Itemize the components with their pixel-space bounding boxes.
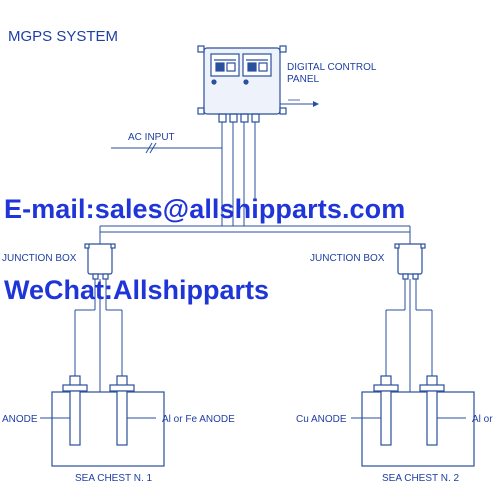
sea-chest-1 (51, 391, 165, 467)
digital-control-panel (197, 45, 287, 123)
junction-box-2 (394, 243, 426, 280)
sea-chest-1-right-anode-label: Al or Fe ANODE (162, 414, 235, 425)
control-panel-label-line1: DIGITAL CONTROL (287, 62, 377, 73)
ac-input-label: AC INPUT (128, 132, 175, 143)
anode-1-left (62, 375, 88, 446)
ac-input-line (111, 122, 223, 154)
anode-cables-1 (74, 279, 123, 406)
anode-2-left (373, 375, 399, 446)
sea-chest-2 (361, 391, 475, 467)
sea-chest-1-left-anode-label: ANODE (2, 414, 38, 425)
control-panel-label-line2: PANEL (287, 74, 319, 85)
wechat-watermark: WeChat:Allshipparts (4, 275, 270, 305)
distribution-lines (99, 225, 411, 244)
email-watermark: E-mail:sales@allshipparts.com (4, 194, 406, 224)
junction-box-1-label: JUNCTION BOX (2, 253, 77, 264)
sea-chest-2-label: SEA CHEST N. 2 (382, 473, 460, 484)
sea-chest-2-right-anode-label: Al or (472, 414, 493, 425)
diagram-title: MGPS SYSTEM (8, 28, 118, 45)
sea-chest-2-left-anode-label: Cu ANODE (296, 414, 347, 425)
panel-cables (221, 122, 256, 226)
sea-chest-1-label: SEA CHEST N. 1 (75, 473, 153, 484)
junction-box-2-label: JUNCTION BOX (310, 253, 385, 264)
anode-cables-2 (385, 279, 433, 406)
junction-box-1 (84, 243, 116, 280)
